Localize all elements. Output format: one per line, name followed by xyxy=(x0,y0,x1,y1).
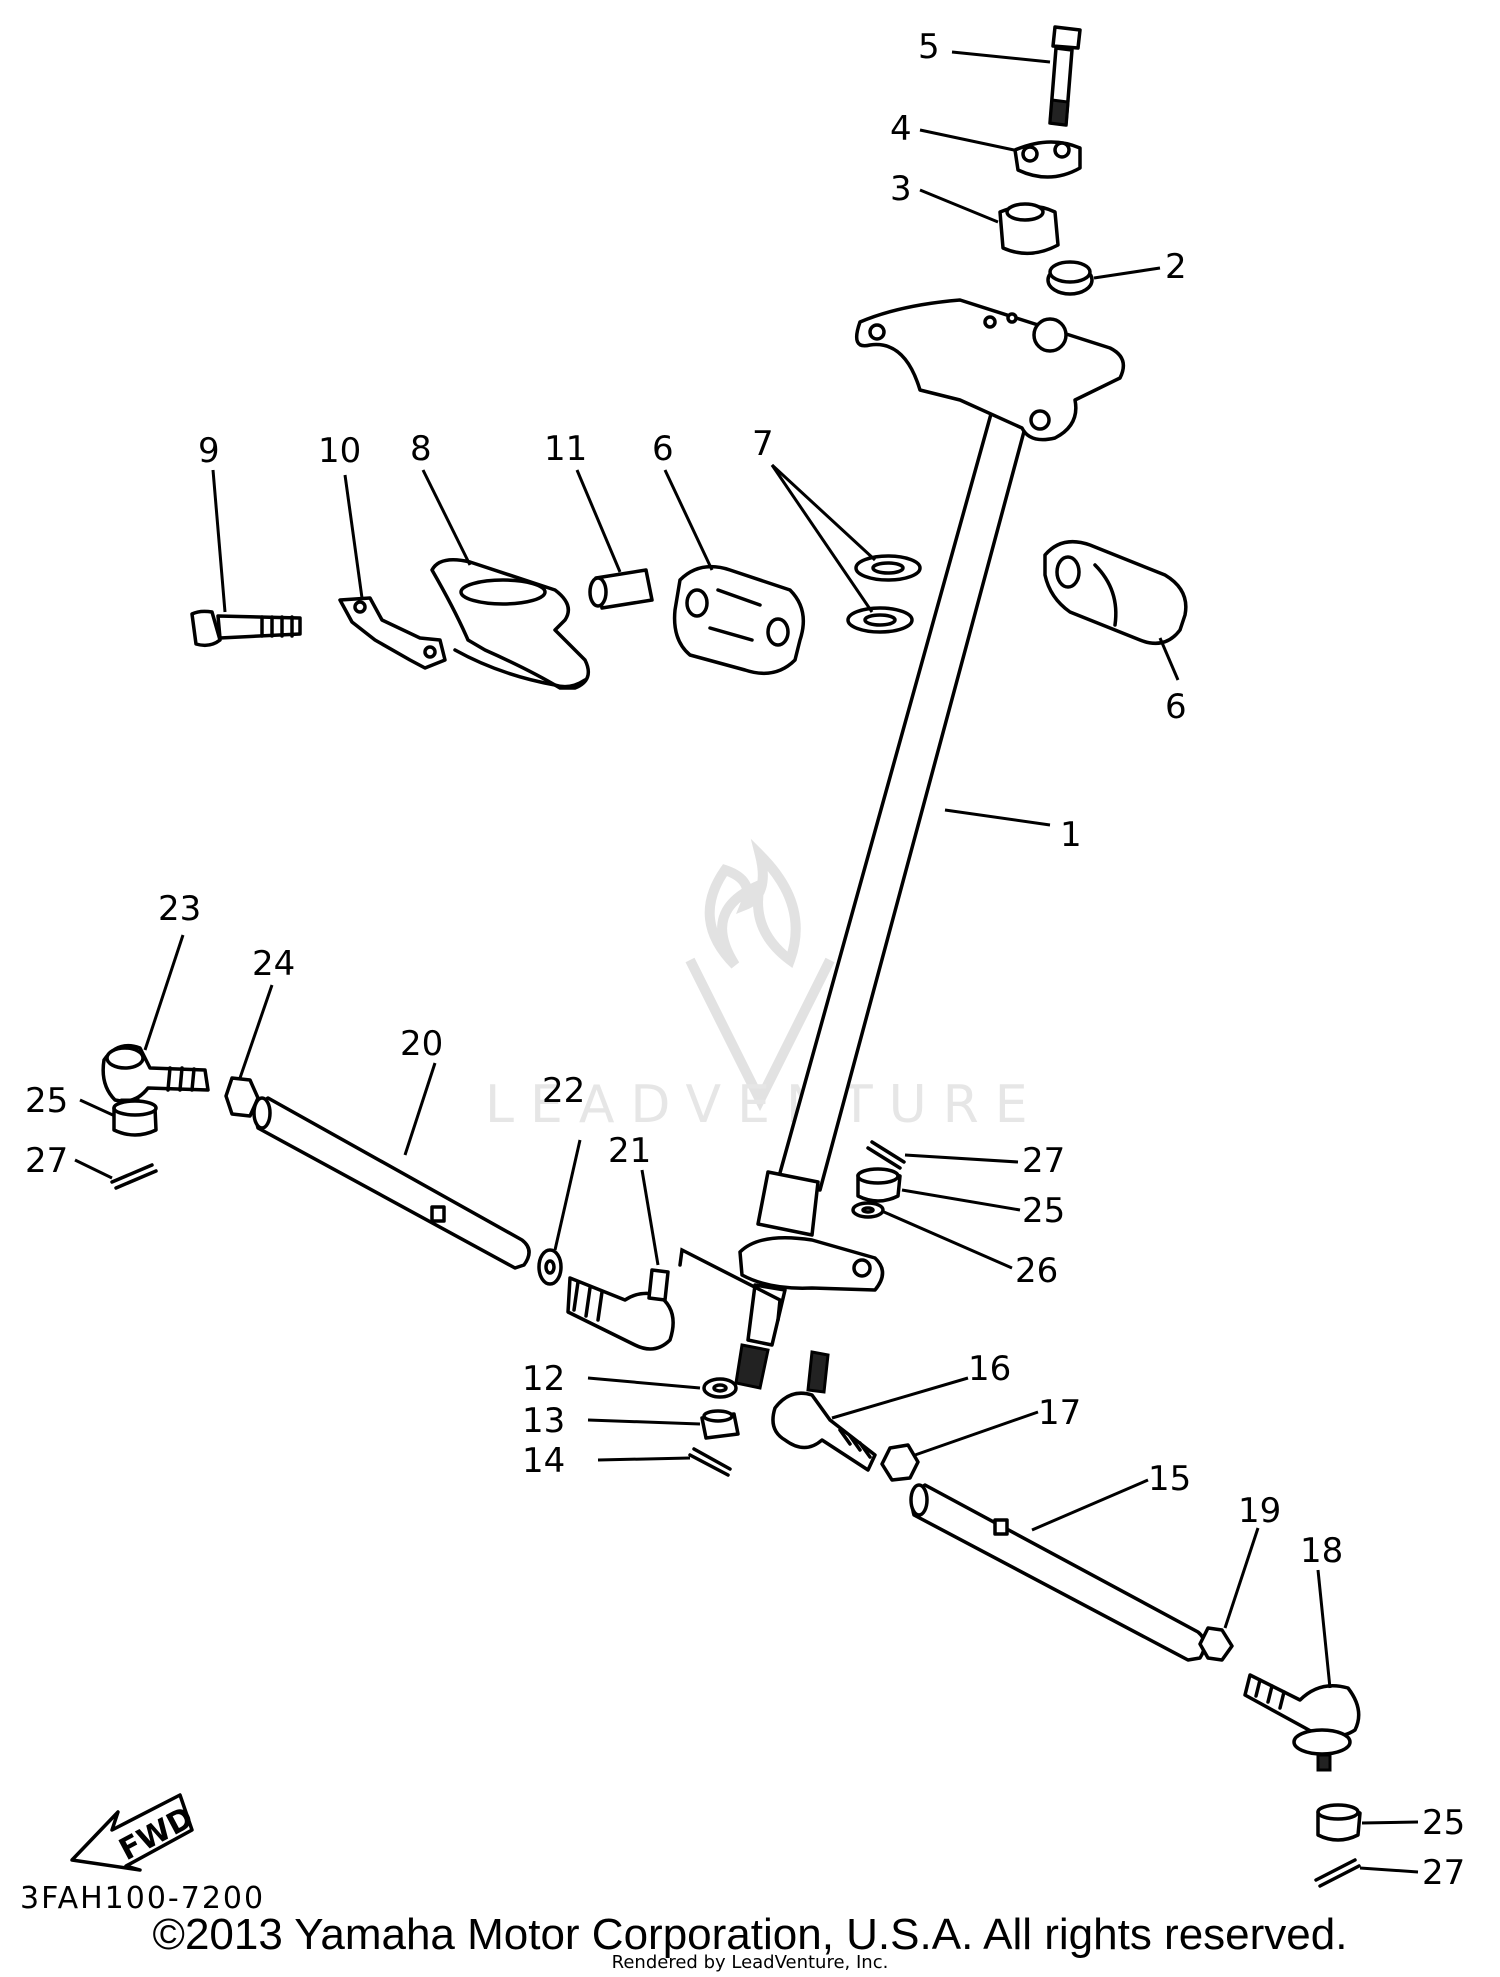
callout-15: 15 xyxy=(1148,1459,1191,1499)
diagram-code: 3FAH100-7200 xyxy=(20,1881,265,1916)
part-13-nut xyxy=(700,1409,740,1440)
callout-9: 9 xyxy=(198,431,220,471)
part-27-pin-middle xyxy=(866,1140,906,1170)
fwd-arrow-icon: FWD xyxy=(70,1793,199,1872)
part-10-plate xyxy=(338,596,447,670)
callout-12: 12 xyxy=(522,1359,565,1399)
callout-20: 20 xyxy=(400,1024,443,1064)
part-25-nut-right xyxy=(1316,1803,1362,1842)
leader-lines xyxy=(74,50,1419,1874)
part-12-washer xyxy=(702,1377,738,1399)
callout-26: 26 xyxy=(1015,1251,1058,1291)
callout-25a: 25 xyxy=(25,1081,68,1121)
part-5-bolt xyxy=(1048,25,1082,127)
callout-6b: 6 xyxy=(1165,687,1187,727)
part-17-nut xyxy=(880,1443,920,1482)
callout-8: 8 xyxy=(410,429,432,469)
part-16-tie-rod-end xyxy=(771,1350,877,1472)
part-25-nut-left xyxy=(112,1099,158,1137)
callout-24: 24 xyxy=(252,944,295,984)
part-7-washers xyxy=(846,554,922,634)
callout-6a: 6 xyxy=(652,429,674,469)
callout-23: 23 xyxy=(158,889,201,929)
part-20-tie-rod xyxy=(252,1096,531,1270)
callout-10: 10 xyxy=(318,431,361,471)
callout-21: 21 xyxy=(608,1131,651,1171)
callout-27c: 27 xyxy=(1422,1853,1465,1893)
part-26-washer xyxy=(851,1201,885,1219)
callout-1: 1 xyxy=(1060,815,1082,855)
callout-25c: 25 xyxy=(1422,1803,1465,1843)
part-27-pin-left xyxy=(110,1163,158,1190)
callout-27a: 27 xyxy=(25,1141,68,1181)
copyright-notice: ©2013 Yamaha Motor Corporation, U.S.A. A… xyxy=(152,1910,1348,1959)
callout-17: 17 xyxy=(1038,1393,1081,1433)
callout-27b: 27 xyxy=(1022,1141,1065,1181)
callout-4: 4 xyxy=(890,109,912,149)
callout-7: 7 xyxy=(752,424,774,464)
part-14-cotter-pin xyxy=(688,1447,732,1477)
part-6-holder-right xyxy=(1043,539,1188,646)
part-24-nut xyxy=(224,1076,260,1118)
callout-16: 16 xyxy=(968,1349,1011,1389)
part-9-bolt xyxy=(190,609,302,648)
callout-25b: 25 xyxy=(1022,1191,1065,1231)
rendered-by-credit: Rendered by LeadVenture, Inc. xyxy=(611,1952,889,1973)
callout-14: 14 xyxy=(522,1441,565,1481)
callout-3: 3 xyxy=(890,169,912,209)
callout-labels: 1 2 3 4 5 6 6 7 8 9 10 11 12 13 14 15 16… xyxy=(25,27,1465,1893)
watermark-text: LEADVENTURE xyxy=(485,1075,1044,1135)
part-3-holder xyxy=(998,202,1060,255)
part-11-collar xyxy=(588,568,654,610)
part-2-cap xyxy=(1046,260,1094,296)
steering-column xyxy=(678,298,1126,1390)
part-25-nut-middle xyxy=(856,1167,902,1203)
part-4-holder xyxy=(1013,140,1082,179)
callout-11: 11 xyxy=(544,429,587,469)
callout-13: 13 xyxy=(522,1401,565,1441)
part-15-tie-rod xyxy=(909,1483,1207,1662)
callout-18: 18 xyxy=(1300,1531,1343,1571)
part-22-washer xyxy=(537,1248,563,1286)
part-8-lever xyxy=(430,558,591,690)
part-27-pin-right xyxy=(1314,1858,1361,1888)
watermark-logo: LEADVENTURE xyxy=(485,838,1044,1135)
callout-5: 5 xyxy=(918,27,940,67)
callout-19: 19 xyxy=(1238,1491,1281,1531)
callout-2: 2 xyxy=(1165,247,1187,287)
part-6-holder-left xyxy=(672,564,806,676)
part-21-tie-rod-end xyxy=(566,1268,675,1351)
part-19-nut xyxy=(1198,1626,1234,1662)
callout-22: 22 xyxy=(542,1071,585,1111)
part-18-tie-rod-end xyxy=(1243,1673,1361,1772)
